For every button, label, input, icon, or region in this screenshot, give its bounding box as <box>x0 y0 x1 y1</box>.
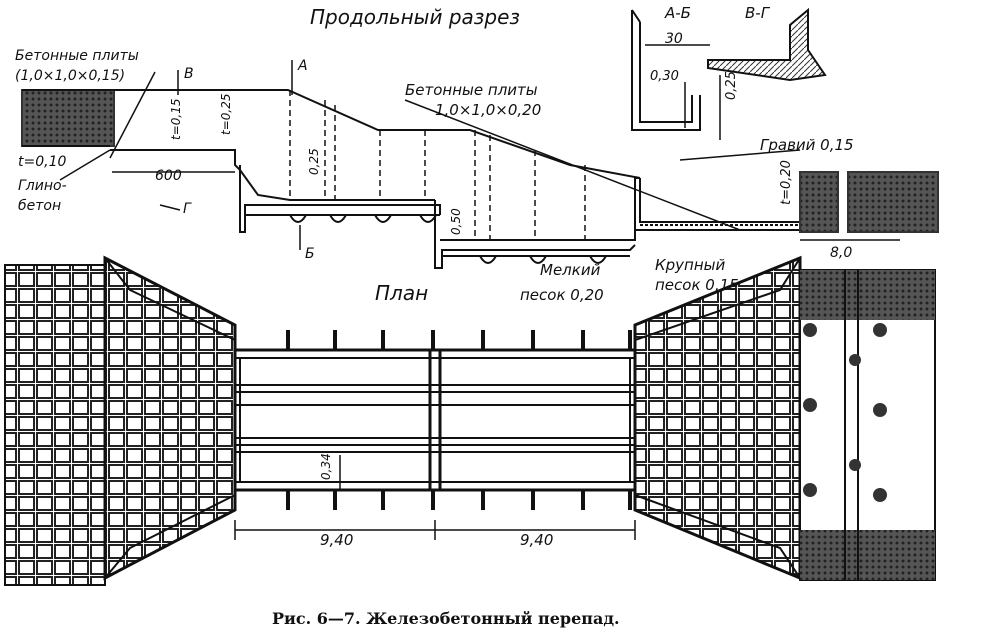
label-t010: t=0,10 <box>18 154 66 170</box>
upstream-apron <box>110 149 241 171</box>
plan-right-riprap <box>799 269 936 581</box>
plan-rib-stubs <box>286 330 632 510</box>
right-riprap-1 <box>799 171 839 233</box>
label-t015: t=0,15 <box>169 99 183 140</box>
right-riprap-2 <box>847 171 939 233</box>
longitudinal-section <box>21 60 939 269</box>
first-chamber-ribs <box>289 214 437 223</box>
plan-view <box>4 255 936 586</box>
label-t025: t=0,25 <box>219 94 233 135</box>
label-fine-sand-1: Мелкий <box>540 261 601 279</box>
section-dashed-lines <box>289 90 586 240</box>
label-concrete-plates-mid-2: 1,0×1,0×0,20 <box>435 101 541 119</box>
second-chamber <box>434 200 636 269</box>
mark-G: Г <box>183 201 192 217</box>
plan-left-blocks <box>4 264 106 586</box>
mark-A: А <box>297 58 308 74</box>
label-concrete-plates-left-1: Бетонные плиты <box>15 48 139 64</box>
plan-central-channel <box>233 348 637 492</box>
section-title: Продольный разрез <box>310 5 520 29</box>
label-t020: t=0,20 <box>779 160 794 205</box>
label-clay-concrete-2: бетон <box>18 198 61 214</box>
dim-050: 0,50 <box>449 208 463 235</box>
plan-dim-034: 0,34 <box>319 453 333 480</box>
dim-600: 600 <box>155 168 182 184</box>
label-V-G: В-Г <box>745 4 771 22</box>
inset-section-AB <box>631 10 701 131</box>
label-concrete-plates-left-2: (1,0×1,0×0,15) <box>15 68 125 84</box>
figure-caption: Рис. 6—7. Железобетонный перепад. <box>272 609 620 628</box>
dim-025-inset: 0,25 <box>724 71 739 100</box>
cross-section-inset <box>631 7 827 140</box>
plan-dim-940-right: 9,40 <box>520 531 553 549</box>
plan-title: План <box>375 281 428 305</box>
mark-V: В <box>184 66 194 82</box>
label-concrete-plates-mid-1: Бетонные плиты <box>405 81 538 99</box>
plan-dim-940-left: 9,40 <box>320 531 353 549</box>
plan-left-transition <box>103 255 237 581</box>
label-fine-sand-2: песок 0,20 <box>520 286 604 304</box>
plan-right-transition <box>633 255 802 581</box>
mark-B: Б <box>305 246 315 262</box>
label-clay-concrete-1: Глино- <box>18 178 67 194</box>
dim-30: 30 <box>665 31 683 47</box>
inset-section-VG <box>707 7 827 82</box>
water-surface-line <box>22 89 641 179</box>
label-gravel: Гравий 0,15 <box>760 136 854 154</box>
label-A-B: А-Б <box>664 4 691 22</box>
label-coarse-sand-2: песок 0,15 <box>655 276 739 294</box>
dim-8-0: 8,0 <box>830 245 852 261</box>
dim-030: 0,30 <box>650 69 679 84</box>
first-chamber <box>239 165 441 233</box>
dim-025: 0,25 <box>307 148 321 175</box>
left-riprap <box>21 89 115 147</box>
label-coarse-sand-1: Крупный <box>655 256 726 274</box>
